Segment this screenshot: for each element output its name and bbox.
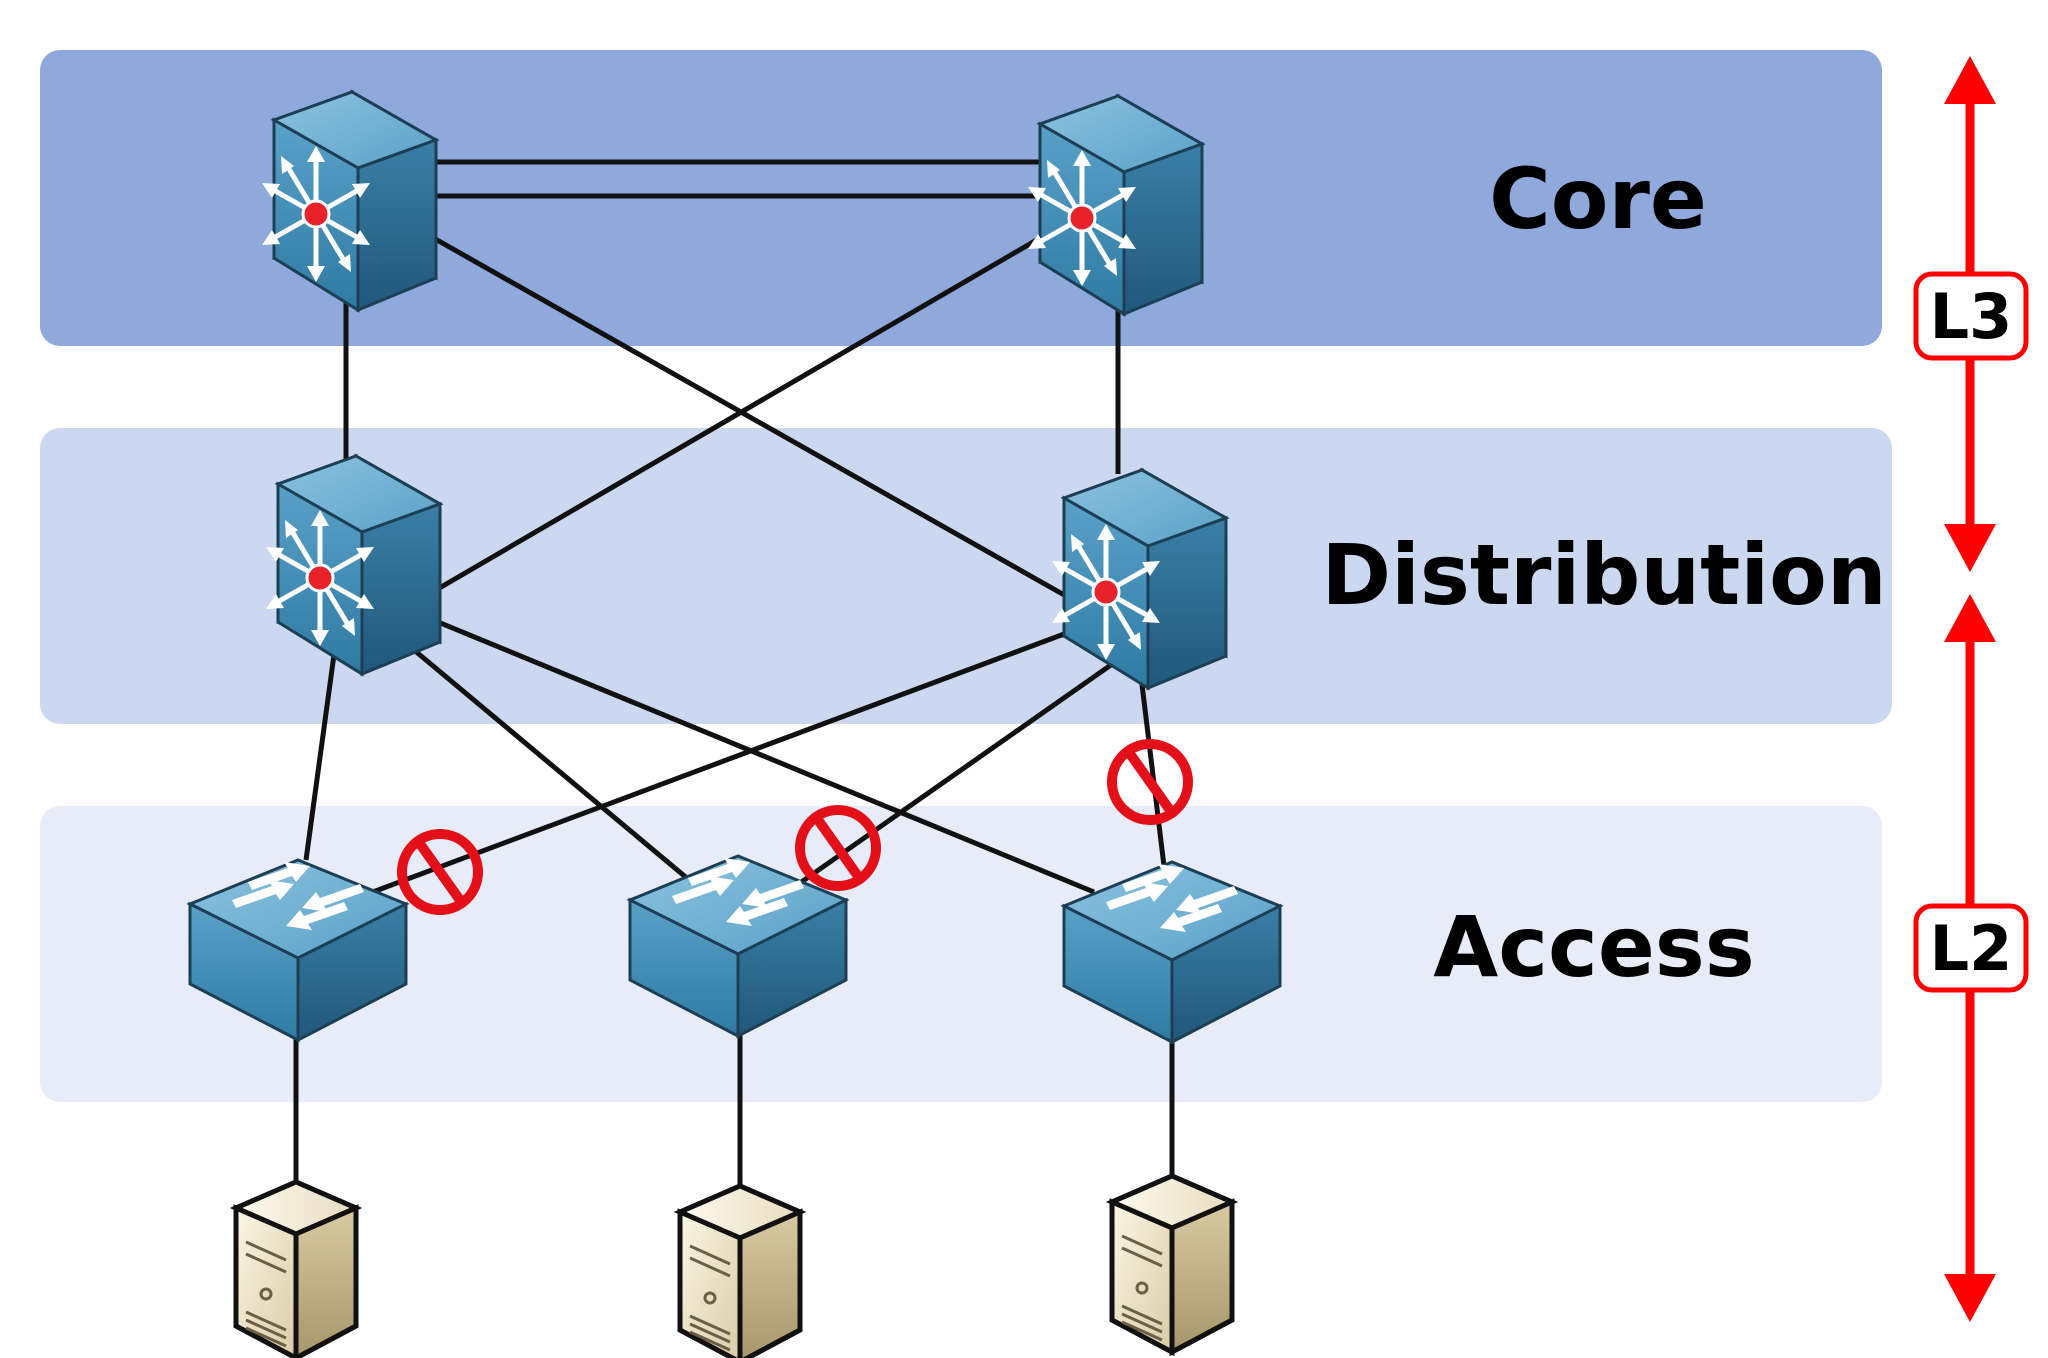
dist-right-access-left-link	[361, 631, 1065, 899]
l3-badge-label: L3	[1930, 280, 2013, 353]
core-layer-label: Core	[1489, 150, 1707, 248]
dist-right-access-right-link	[1137, 667, 1167, 867]
dist-left-access-middle-link	[412, 648, 696, 886]
core-right-dist-left-link	[434, 235, 1042, 593]
access-layer-label: Access	[1433, 898, 1755, 996]
core-left-dist-right-link	[428, 233, 1068, 599]
access-layer-band	[40, 806, 1882, 1102]
server-middle[interactable]	[680, 1186, 800, 1358]
dist-left-access-left-link	[303, 639, 339, 861]
server-left[interactable]	[236, 1182, 356, 1358]
l3-badge	[1913, 271, 2029, 361]
server-right[interactable]	[1112, 1176, 1232, 1352]
l2-badge	[1913, 903, 2029, 993]
network-links	[293, 159, 1175, 1186]
distribution-layer-label: Distribution	[1321, 526, 1886, 624]
dist-left-access-right-link	[437, 619, 1095, 895]
l2-badge-label: L2	[1930, 912, 2013, 985]
